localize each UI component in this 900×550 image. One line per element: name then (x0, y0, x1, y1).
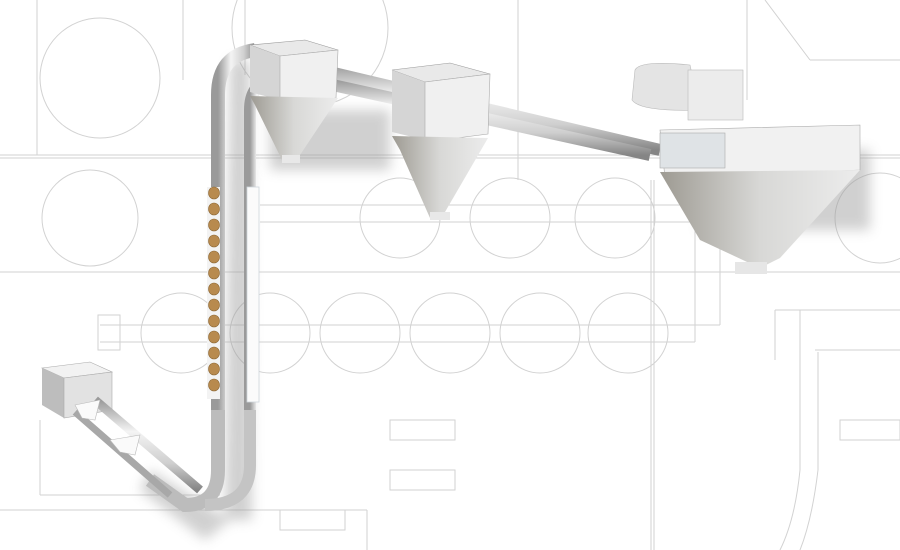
feed-hopper-small-2 (109, 434, 141, 456)
bottom-bend-right (204, 410, 256, 511)
conveyor-discs (207, 186, 260, 403)
inlet-box (40, 361, 114, 419)
feed-tube-lower (72, 409, 173, 498)
feed-tube-upper (92, 396, 203, 494)
inspection-window (659, 132, 726, 169)
bottom-bend-left (145, 410, 225, 513)
drive-unit (631, 63, 861, 274)
feed-hopper-small-1 (74, 399, 101, 421)
hopper-1 (249, 39, 339, 163)
drive-hopper (660, 170, 860, 268)
hopper-2 (391, 62, 491, 220)
vertical-tube-left (211, 43, 257, 420)
gearbox (687, 69, 744, 121)
